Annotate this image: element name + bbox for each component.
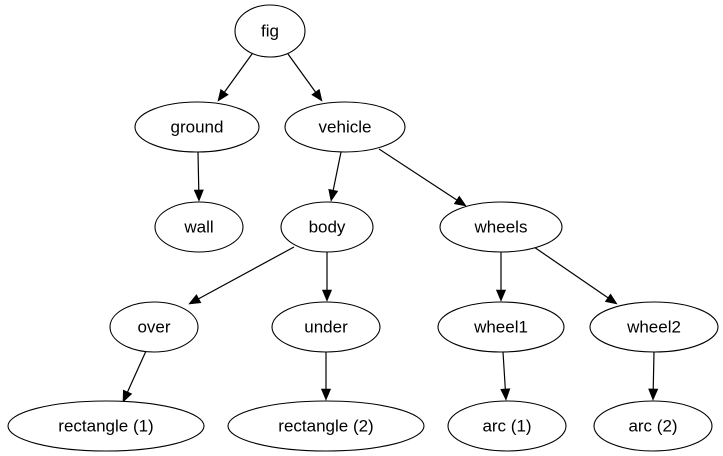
graph-edge [328, 151, 342, 202]
graph-edge [500, 351, 511, 401]
node-ellipse[interactable] [439, 201, 563, 253]
graph-node-rectangle1[interactable]: rectangle (1) [7, 400, 205, 452]
node-ellipse[interactable] [589, 301, 719, 353]
graph-edge [193, 151, 204, 202]
node-ellipse[interactable] [447, 400, 567, 452]
node-ellipse[interactable] [154, 201, 244, 253]
node-ellipse[interactable] [271, 301, 381, 353]
graph-node-wheel1[interactable]: wheel1 [437, 301, 565, 353]
graph-edge [533, 246, 618, 305]
node-ellipse[interactable] [437, 301, 565, 353]
graph-node-rectangle2[interactable]: rectangle (2) [227, 400, 425, 452]
graph-edge [495, 252, 507, 302]
edge-layer [122, 53, 659, 403]
graph-edge [217, 53, 253, 102]
graph-node-arc2[interactable]: arc (2) [593, 400, 713, 452]
node-ellipse[interactable] [234, 4, 306, 58]
graph-edge [378, 148, 467, 207]
node-ellipse[interactable] [134, 101, 260, 153]
graph-edge [648, 351, 659, 401]
graph-node-vehicle[interactable]: vehicle [284, 101, 406, 153]
node-ellipse[interactable] [227, 400, 425, 452]
graph-edge [188, 246, 295, 305]
node-layer: fig ground vehicle wall body wheels over under w… [7, 4, 719, 452]
graph-edge [122, 350, 147, 403]
node-ellipse[interactable] [284, 101, 406, 153]
node-ellipse[interactable] [109, 301, 199, 353]
graph-node-under[interactable]: under [271, 301, 381, 353]
graph-node-ground[interactable]: ground [134, 101, 260, 153]
graph-node-fig[interactable]: fig [234, 4, 306, 58]
graph-edge [287, 53, 323, 102]
graph-node-wheels[interactable]: wheels [439, 201, 563, 253]
graph-edge [320, 352, 332, 401]
node-ellipse[interactable] [7, 400, 205, 452]
node-ellipse[interactable] [280, 201, 374, 253]
graph-edge [321, 252, 333, 302]
node-ellipse[interactable] [593, 400, 713, 452]
graph-node-over[interactable]: over [109, 301, 199, 353]
graph-node-wall[interactable]: wall [154, 201, 244, 253]
graph-node-body[interactable]: body [280, 201, 374, 253]
graph-node-arc1[interactable]: arc (1) [447, 400, 567, 452]
graph-node-wheel2[interactable]: wheel2 [589, 301, 719, 353]
